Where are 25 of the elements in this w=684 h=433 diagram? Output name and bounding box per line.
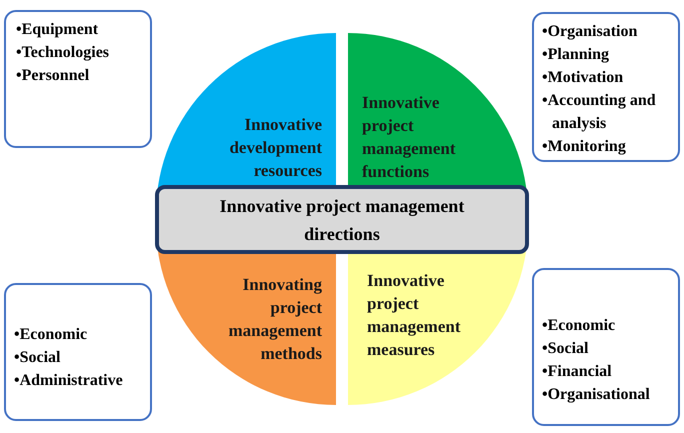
list-card [532,12,680,162]
list-item: •Technologies [16,43,110,63]
list-item: •Administrative [14,371,124,391]
list-card [4,283,152,421]
list-item: •Personnel [16,66,90,86]
list-item: •Social [542,339,590,359]
list-item: •Motivation [542,68,624,88]
list-item: •Equipment [16,20,100,40]
list-item: •Financial [542,362,613,382]
quadrant-title: Innovative project management measures [367,270,462,361]
list-item: •Accounting and analysis [542,91,657,134]
list-item: •Social [14,348,62,368]
quadrant-title: Innovating project management methods [228,274,322,365]
center-title: Innovative project management directions [218,194,466,246]
quadrant-title: Innovative development resources [228,114,322,182]
list-item: •Organisational [542,385,651,405]
list-item: •Economic [14,325,88,345]
list-card [4,10,152,148]
list-item: •Economic [542,316,616,336]
list-card [532,268,680,426]
list-item: •Monitoring [542,137,627,157]
quadrant-title: Innovative project management functions [362,92,456,183]
list-item: •Planning [542,45,610,65]
center-box [155,185,529,254]
list-item: •Organisation [542,22,638,42]
